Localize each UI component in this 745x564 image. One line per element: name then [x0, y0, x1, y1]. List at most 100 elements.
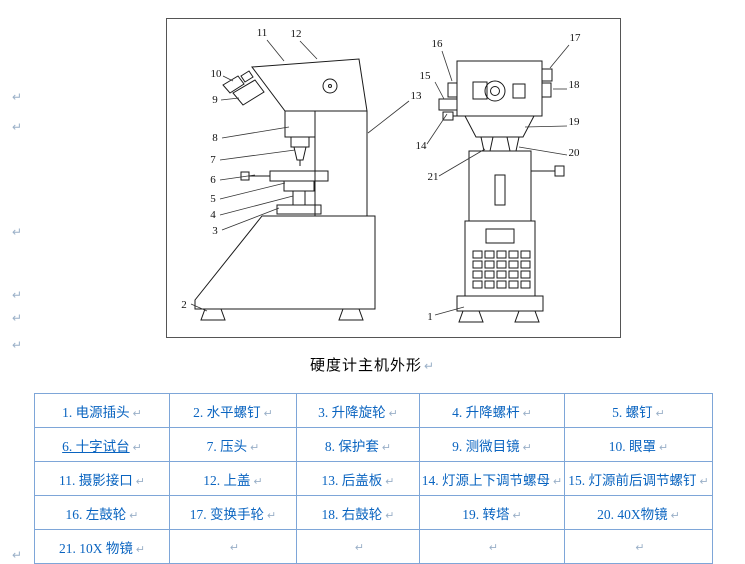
parts-table: 1. 电源插头↵ 2. 水平螺钉↵ 3. 升降旋轮↵ 4. 升降螺杆↵ 5. 螺…: [34, 393, 713, 564]
part-label: 2. 水平螺钉: [193, 404, 261, 420]
end-of-cell-mark: ↵: [655, 407, 665, 420]
callout-label: 4: [210, 209, 216, 221]
end-of-cell-mark: ↵: [381, 441, 392, 454]
table-cell: 5. 螺钉↵: [564, 393, 713, 428]
part-label: 6. 十字试台: [62, 438, 130, 454]
end-of-cell-mark: ↵: [385, 475, 395, 488]
callout-label: 7: [210, 154, 216, 166]
callout-label: 20: [569, 147, 581, 159]
callout-label: 13: [411, 90, 423, 102]
end-of-cell-mark: ↵: [229, 541, 240, 554]
callout-label: 15: [420, 70, 432, 82]
table-cell: ↵: [564, 529, 713, 564]
end-of-cell-mark: ↵: [522, 441, 532, 454]
callout-label: 10: [211, 68, 223, 80]
paragraph-mark: ↵: [12, 120, 23, 134]
table-cell: 8. 保护套↵: [296, 427, 420, 462]
end-of-cell-mark: ↵: [132, 407, 142, 420]
end-of-cell-mark: ↵: [132, 441, 142, 454]
callout-label: 16: [432, 38, 444, 50]
hardness-tester-diagram: 11 12 10 9 8 7 6 5 4 3 2 13 16 17 15 18 …: [181, 27, 581, 323]
table-cell: 16. 左鼓轮↵: [34, 495, 170, 530]
paragraph-mark: ↵: [423, 359, 436, 373]
side-view-drawing: [194, 58, 376, 321]
part-label: 19. 转塔: [462, 506, 510, 522]
part-label: 15. 灯源前后调节螺钉: [568, 472, 697, 488]
part-label: 17. 变换手轮: [189, 506, 265, 522]
paragraph-mark: ↵: [12, 311, 23, 325]
table-cell: 2. 水平螺钉↵: [169, 393, 297, 428]
table-cell: 4. 升降螺杆↵: [419, 393, 565, 428]
end-of-cell-mark: ↵: [354, 541, 365, 554]
paragraph-mark: ↵: [12, 338, 23, 352]
front-view-drawing: [438, 60, 565, 323]
table-row: 1. 电源插头↵ 2. 水平螺钉↵ 3. 升降旋轮↵ 4. 升降螺杆↵ 5. 螺…: [34, 393, 713, 428]
callout-labels: 11 12 10 9 8 7 6 5 4 3 2 13 16 17 15 18 …: [181, 27, 581, 323]
paragraph-mark: ↵: [12, 90, 23, 104]
end-of-cell-mark: ↵: [267, 509, 277, 522]
table-cell: 13. 后盖板↵: [296, 461, 420, 496]
part-label: 18. 右鼓轮: [321, 506, 383, 522]
table-cell: 11. 摄影接口↵: [34, 461, 170, 496]
table-cell: 1. 电源插头↵: [34, 393, 170, 428]
end-of-cell-mark: ↵: [385, 509, 395, 522]
figure-caption: 硬度计主机外形: [309, 358, 422, 374]
end-of-cell-mark: ↵: [253, 475, 263, 488]
part-label: 10. 眼罩: [608, 438, 657, 454]
part-label: 11. 摄影接口: [59, 472, 133, 488]
figure-diagram: 11 12 10 9 8 7 6 5 4 3 2 13 16 17 15 18 …: [166, 18, 621, 338]
table-cell: 18. 右鼓轮↵: [296, 495, 420, 530]
callout-label: 6: [210, 174, 216, 186]
end-of-cell-mark: ↵: [553, 475, 563, 488]
table-cell: 15. 灯源前后调节螺钉↵: [564, 461, 713, 496]
part-label: 13. 后盖板: [321, 472, 383, 488]
end-of-cell-mark: ↵: [135, 543, 146, 556]
end-of-cell-mark: ↵: [635, 541, 645, 554]
part-label: 1. 电源插头: [62, 404, 130, 420]
figure-caption-row: 硬度计主机外形↵: [0, 354, 745, 375]
table-cell: 20. 40X物镜↵: [564, 495, 713, 530]
end-of-cell-mark: ↵: [659, 441, 669, 454]
part-label: 21. 10X 物镜: [58, 540, 133, 556]
part-label: 5. 螺钉: [612, 404, 653, 420]
end-of-cell-mark: ↵: [488, 541, 499, 554]
table-cell: ↵: [296, 529, 420, 564]
end-of-cell-mark: ↵: [670, 509, 680, 522]
leader-lines: [190, 39, 570, 316]
callout-label: 9: [212, 94, 218, 106]
table-row: 11. 摄影接口↵ 12. 上盖↵ 13. 后盖板↵ 14. 灯源上下调节螺母↵…: [34, 461, 713, 496]
end-of-cell-mark: ↵: [250, 441, 260, 454]
table-cell: 7. 压头↵: [169, 427, 297, 462]
callout-label: 17: [570, 32, 582, 44]
end-of-cell-mark: ↵: [512, 509, 522, 522]
part-label: 12. 上盖: [203, 472, 251, 488]
part-label: 20. 40X物镜: [597, 506, 668, 522]
table-cell: 9. 测微目镜↵: [419, 427, 565, 462]
callout-label: 8: [212, 132, 218, 144]
part-label: 4. 升降螺杆: [452, 404, 520, 420]
paragraph-mark: ↵: [12, 288, 23, 302]
callout-label: 21: [428, 171, 439, 183]
table-row: 16. 左鼓轮↵ 17. 变换手轮↵ 18. 右鼓轮↵ 19. 转塔↵ 20. …: [34, 495, 713, 530]
part-label: 9. 测微目镜: [452, 438, 520, 454]
callout-label: 2: [181, 299, 187, 311]
callout-label: 3: [212, 225, 218, 237]
callout-label: 1: [427, 311, 433, 323]
part-label: 14. 灯源上下调节螺母: [421, 472, 551, 488]
part-label: 3. 升降旋轮: [318, 404, 386, 420]
part-label: 7. 压头: [206, 438, 248, 454]
end-of-cell-mark: ↵: [129, 509, 139, 522]
table-row: 6. 十字试台↵ 7. 压头↵ 8. 保护套↵ 9. 测微目镜↵ 10. 眼罩↵: [34, 427, 713, 462]
table-cell: 10. 眼罩↵: [564, 427, 713, 462]
table-cell: 12. 上盖↵: [169, 461, 297, 496]
table-cell: 14. 灯源上下调节螺母↵: [419, 461, 565, 496]
callout-label: 11: [257, 27, 268, 39]
callout-label: 14: [416, 140, 428, 152]
paragraph-mark: ↵: [12, 548, 23, 562]
table-cell: 21. 10X 物镜↵: [34, 529, 170, 564]
table-cell: ↵: [169, 529, 297, 564]
table-cell: ↵: [419, 529, 565, 564]
callout-label: 5: [210, 193, 216, 205]
table-cell: 17. 变换手轮↵: [169, 495, 297, 530]
